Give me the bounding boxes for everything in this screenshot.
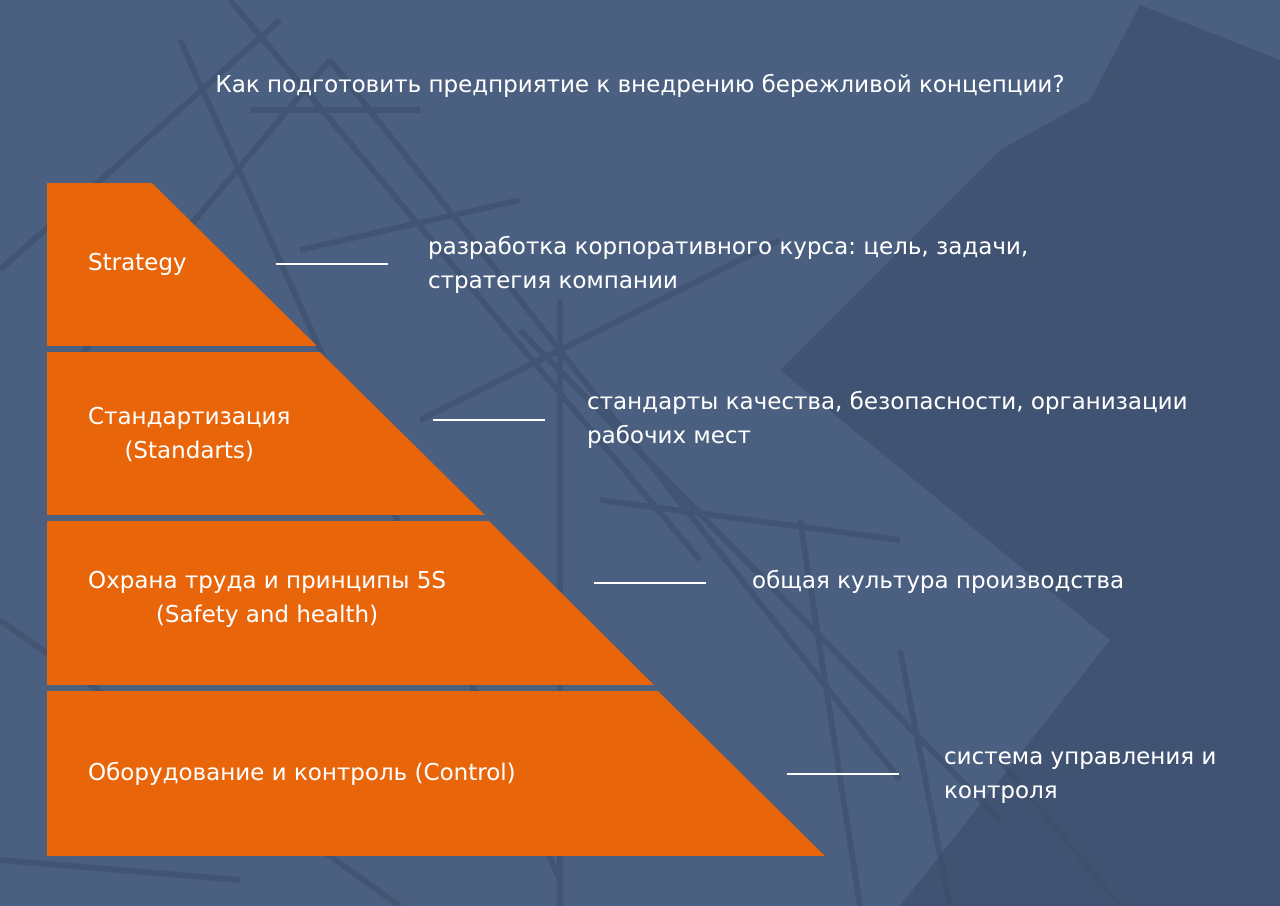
description-line1: разработка корпоративного курса: цель, з… bbox=[428, 234, 1029, 260]
tier-label-standards: Стандартизация (Standarts) bbox=[88, 400, 290, 468]
background-arrow-shape bbox=[780, 5, 1280, 906]
page-title: Как подготовить предприятие к внедрению … bbox=[215, 72, 1065, 98]
description-line2: стратегия компании bbox=[428, 268, 678, 294]
description-strategy: разработка корпоративного курса: цель, з… bbox=[428, 230, 1028, 298]
connector-line-control bbox=[787, 773, 899, 775]
tier-label-line1: Strategy bbox=[88, 250, 187, 276]
description-standards: стандарты качества, безопасности, органи… bbox=[587, 385, 1188, 453]
tier-label-line2: (Standarts) bbox=[124, 438, 254, 464]
description-line1: стандарты качества, безопасности, органи… bbox=[587, 389, 1188, 415]
description-line1: общая культура производства bbox=[752, 568, 1125, 594]
tier-label-line1: Оборудование и контроль (Control) bbox=[88, 760, 516, 786]
description-line2: контроля bbox=[944, 778, 1058, 804]
tier-label-line2: (Safety and health) bbox=[155, 602, 379, 628]
description-line2: рабочих мест bbox=[587, 423, 751, 449]
connector-line-standards bbox=[433, 419, 545, 421]
tier-label-control: Оборудование и контроль (Control) bbox=[88, 756, 516, 790]
tier-label-line1: Охрана труда и принципы 5S bbox=[88, 568, 446, 594]
connector-line-safety bbox=[594, 582, 706, 584]
description-safety: общая культура производства bbox=[752, 564, 1124, 598]
connector-line-strategy bbox=[276, 263, 388, 265]
description-line1: система управления и bbox=[944, 744, 1217, 770]
tier-label-strategy: Strategy bbox=[88, 246, 187, 280]
tier-label-safety: Охрана труда и принципы 5S (Safety and h… bbox=[88, 564, 446, 632]
description-control: система управления и контроля bbox=[944, 740, 1216, 808]
tier-label-line1: Стандартизация bbox=[88, 404, 291, 430]
